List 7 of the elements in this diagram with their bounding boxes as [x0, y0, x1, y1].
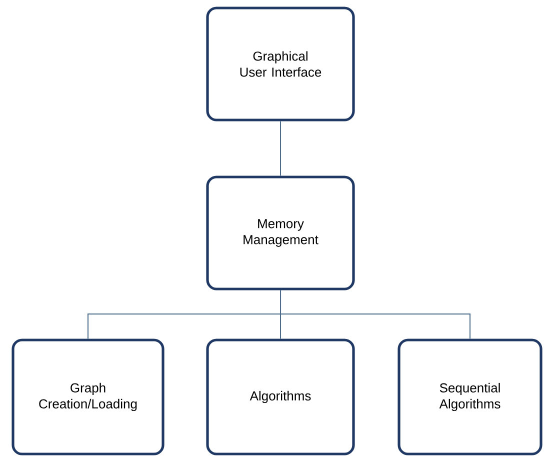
process-box: Sequential Algorithms [398, 338, 542, 456]
process-box: Algorithms [206, 338, 355, 456]
process-box: Graphical User Interface [206, 6, 355, 122]
connector-line [280, 290, 470, 340]
process-box: Memory Management [206, 176, 355, 290]
connector-line [280, 120, 281, 176]
process-box: Graph Creation/Loading [12, 338, 164, 456]
